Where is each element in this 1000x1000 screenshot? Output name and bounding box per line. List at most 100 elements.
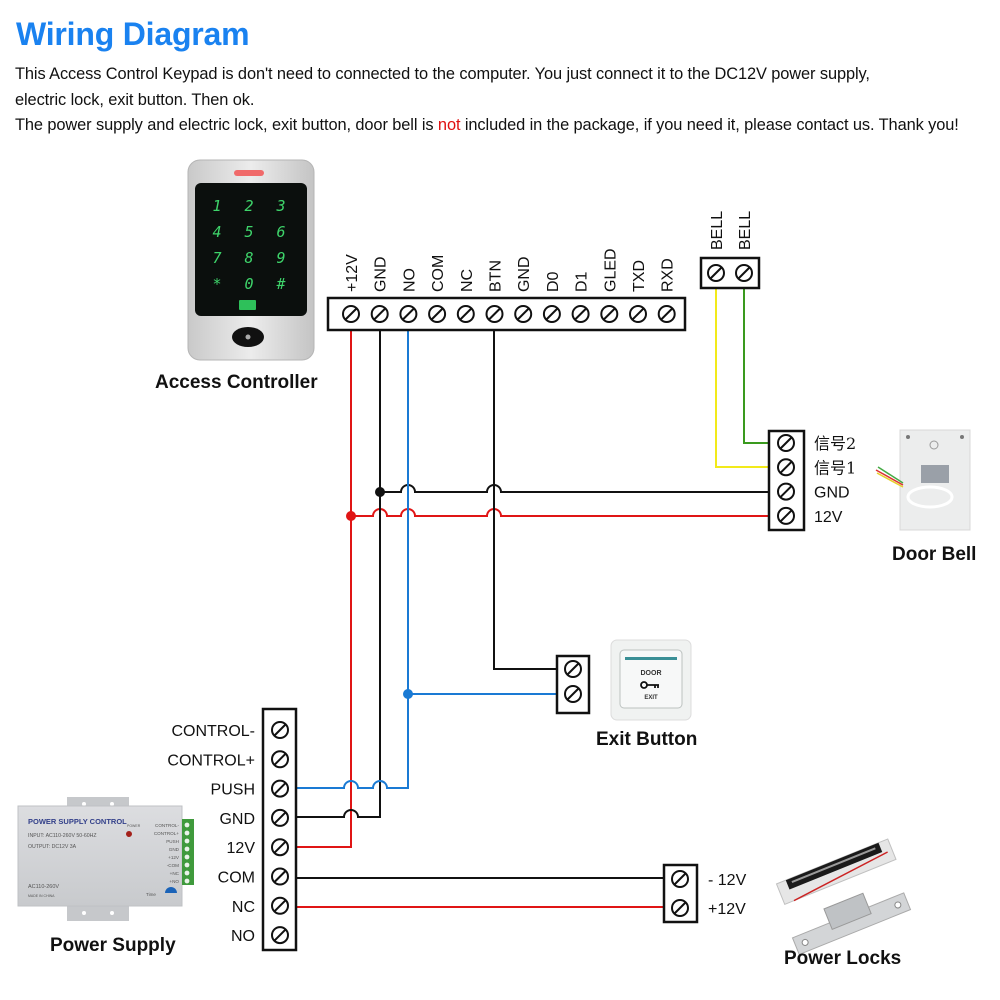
ps-device-terminal-text: CONTROL- [155, 823, 179, 828]
power-supply-terminal-label: CONTROL+ [167, 752, 255, 769]
controller-terminal-label: +12V [344, 254, 361, 292]
ps-device-terminal-text: GND [169, 847, 180, 852]
intro-line-3: The power supply and electric lock, exit… [15, 116, 959, 135]
ps-device-terminal-text: CONTROL+ [154, 831, 179, 836]
screw-terminal-icon [370, 305, 389, 323]
screw-terminal-icon [271, 896, 289, 915]
keypad-keys: 1 2 3 4 5 6 7 8 9 * 0 # [212, 197, 286, 293]
power-supply-terminal-label: NC [232, 899, 255, 916]
screw-terminal-icon [629, 305, 647, 323]
controller-terminal-label: COM [430, 255, 447, 292]
controller-terminal-label: D0 [545, 271, 562, 292]
ps-device-screw [184, 822, 190, 828]
screw-terminal-icon [271, 779, 289, 798]
wire-gnd-main [296, 330, 381, 818]
power-supply-terminal-label: GND [219, 811, 255, 828]
keypad-key: 0 [244, 275, 253, 293]
screw-terminal-icon [600, 305, 619, 323]
keypad-key: 8 [244, 249, 253, 267]
wire-12v-main [296, 330, 352, 848]
screw-terminal-icon [777, 458, 795, 477]
keypad-key: 4 [212, 223, 221, 241]
screw-terminal-icon [707, 264, 725, 282]
controller-terminal-label: GND [373, 256, 390, 292]
keypad-key: 3 [275, 197, 285, 215]
keypad-key: 1 [212, 197, 221, 215]
controller-terminal-label: D1 [574, 271, 591, 292]
ps-device-screw [184, 846, 190, 852]
screw-terminal-icon [777, 434, 795, 452]
door-bell-device [875, 429, 971, 531]
keypad-key: 5 [244, 223, 253, 241]
wires [296, 285, 773, 908]
controller-terminal-label: NC [459, 269, 476, 292]
screw-terminal-icon [399, 305, 418, 323]
keypad-key: 6 [276, 223, 285, 241]
keypad-key: * [212, 275, 221, 293]
controller-terminal-label: GLED [602, 248, 619, 292]
screw-terminal-icon [542, 305, 561, 323]
exit-button-device: DOOR EXIT [610, 639, 692, 721]
intro-line-1: This Access Control Keypad is don't need… [15, 65, 870, 83]
exit-terminal-block [555, 654, 591, 715]
ps-device-output: OUTPUT: DC12V 3A [28, 844, 77, 850]
wire-12v-bell [351, 508, 773, 517]
power-supply-terminal-label: COM [218, 870, 255, 887]
key-icon [640, 681, 659, 689]
screw-terminal-icon [485, 305, 504, 323]
ps-device-screw [184, 838, 190, 844]
ps-device-terminal-text: PUSH [166, 839, 179, 844]
keypad-key: 7 [212, 249, 221, 267]
ps-device-screw [184, 870, 190, 876]
ps-device-terminal-text: +NO [169, 879, 179, 884]
lock-terminal-block: - 12V+12V [662, 863, 747, 924]
power-supply-terminal-label: 12V [227, 840, 256, 857]
screw-terminal-icon [657, 305, 676, 323]
junction-dot-12v [346, 511, 356, 521]
ps-device-screw [184, 878, 190, 884]
power-led [126, 831, 132, 837]
ps-device-screw [184, 830, 190, 836]
keypad-key: 2 [244, 197, 253, 215]
keypad-key: 9 [276, 249, 285, 267]
screw-terminal-icon [777, 482, 795, 501]
exit-exit-text: EXIT [644, 695, 658, 701]
power-supply-terminal-label: NO [231, 928, 255, 945]
card-reader-icon [239, 300, 256, 310]
controller-terminal-label: GND [516, 256, 533, 292]
screw-terminal-icon [735, 264, 753, 282]
doorbell-terminal-label: GND [814, 485, 850, 502]
ps-device-terminal-text: -COM [167, 863, 179, 868]
keypad-key: # [275, 275, 286, 293]
controller-terminal-label: RXD [660, 258, 677, 292]
screw-terminal-icon [271, 721, 289, 739]
wire-bell-yellow [715, 285, 773, 468]
doorbell-terminal-label: 12V [814, 509, 843, 526]
exit-door-text: DOOR [641, 670, 662, 677]
screw-terminal-icon [271, 926, 289, 945]
doorbell-terminal-label: 信号2 [814, 434, 856, 453]
exit-button-label: Exit Button [596, 729, 698, 750]
doorbell-terminal-label: 信号1 [814, 458, 856, 477]
wire-btn-exit [493, 330, 557, 670]
screw-terminal-icon [342, 305, 360, 323]
power-supply-label: Power Supply [50, 935, 176, 956]
ps-device-terminal-text: +NC [170, 871, 180, 876]
screw-terminal-icon [271, 750, 289, 769]
ps-device-made: MADE IN CHINA [28, 894, 55, 898]
ps-device-title: POWER SUPPLY CONTROL [28, 817, 127, 826]
screw-terminal-icon [571, 305, 590, 323]
screw-terminal-icon [671, 870, 689, 888]
power-supply-device: POWER SUPPLY CONTROL INPUT: AC110-260V 5… [17, 797, 194, 921]
lock-terminal-label: +12V [708, 901, 746, 918]
screw-terminal-icon [271, 838, 289, 857]
ps-device-time: Time [146, 892, 156, 897]
page-title: Wiring Diagram [16, 16, 250, 52]
ps-device-power: POWER [127, 824, 141, 828]
access-controller-device: 1 2 3 4 5 6 7 8 9 * 0 # [187, 159, 315, 361]
screw-terminal-icon [271, 808, 289, 827]
